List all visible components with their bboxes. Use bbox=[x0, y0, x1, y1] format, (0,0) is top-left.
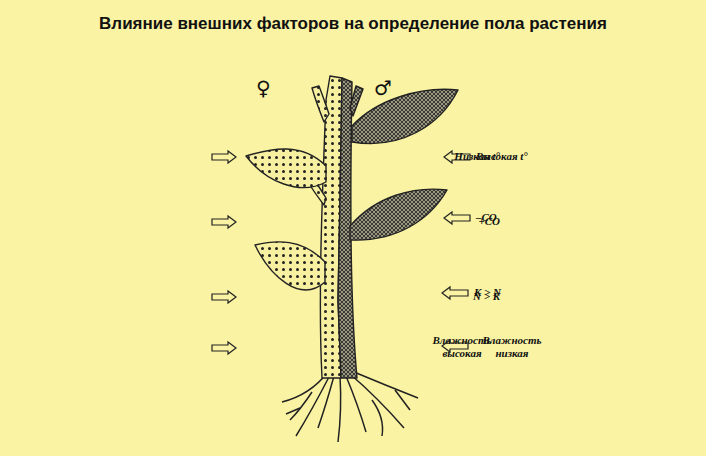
sex-symbol: ♀ bbox=[256, 76, 271, 100]
factor-label: K > N bbox=[474, 286, 501, 299]
leaf-female bbox=[246, 149, 326, 188]
leaf-male bbox=[352, 89, 458, 143]
factor-label: Влажность низкая bbox=[474, 334, 550, 360]
leaf-male bbox=[350, 189, 447, 240]
factor-arrow bbox=[212, 342, 236, 354]
factor-arrow bbox=[212, 291, 236, 303]
shoot bbox=[312, 86, 329, 122]
factor-label: Высокая t° bbox=[476, 150, 528, 163]
shoot bbox=[350, 86, 363, 116]
factor-arrow bbox=[444, 212, 470, 224]
factor-label: –CO bbox=[476, 211, 497, 224]
roots bbox=[282, 372, 418, 442]
factor-arrow bbox=[212, 151, 236, 163]
leaf-female bbox=[255, 242, 325, 290]
factor-arrow bbox=[442, 287, 468, 299]
title: Влияние внешних факторов на определение … bbox=[0, 14, 706, 34]
factor-arrow bbox=[212, 216, 236, 228]
sex-symbol: ♂ bbox=[374, 76, 392, 100]
